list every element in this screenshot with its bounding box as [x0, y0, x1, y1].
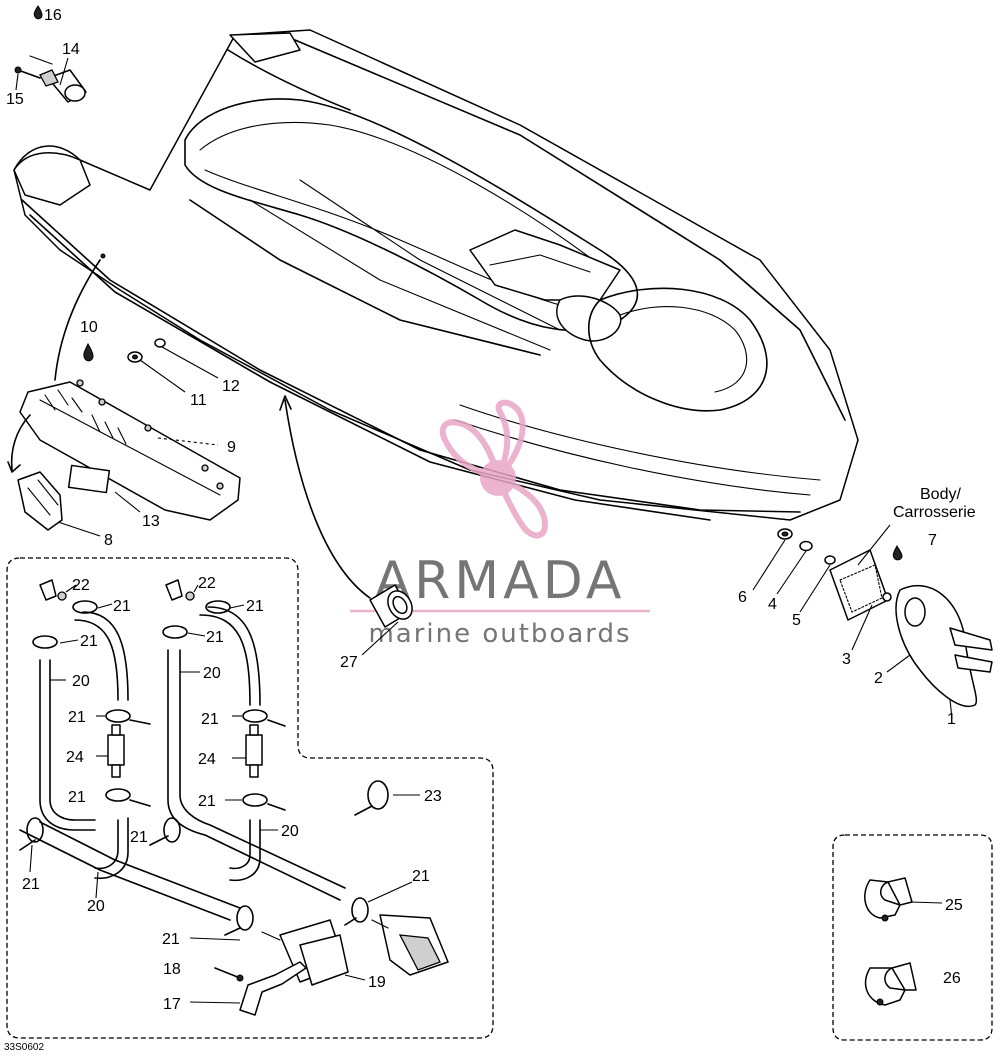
callout-21: 21 — [198, 793, 216, 810]
hose-set — [19, 579, 346, 921]
callout-4: 4 — [768, 596, 777, 613]
callout-20: 20 — [281, 823, 299, 840]
callout-27: 27 — [340, 654, 358, 671]
callout-21: 21 — [162, 931, 180, 948]
callout-21: 21 — [80, 633, 98, 650]
callout-8: 8 — [104, 532, 113, 549]
body-label-line1: Body/ — [920, 486, 961, 503]
screw-set — [76, 379, 224, 490]
callout-labels: 1 2 3 4 5 6 7 8 9 10 11 12 13 14 15 16 1… — [4, 7, 976, 1053]
callout-21: 21 — [113, 598, 131, 615]
watermark-tagline: marine outboards — [368, 619, 631, 649]
callout-24: 24 — [66, 749, 84, 766]
callout-18: 18 — [163, 961, 181, 978]
propeller-logo-icon — [439, 399, 549, 539]
callout-6: 6 — [738, 589, 747, 606]
callout-24: 24 — [198, 751, 216, 768]
callout-21: 21 — [22, 876, 40, 893]
callout-14: 14 — [62, 41, 80, 58]
callout-16: 16 — [44, 7, 62, 24]
watercraft-body — [13, 29, 859, 521]
hose-clamps — [19, 600, 389, 936]
callout-3: 3 — [842, 651, 851, 668]
callout-21: 21 — [68, 789, 86, 806]
callout-21: 21 — [412, 868, 430, 885]
callout-19: 19 — [368, 974, 386, 991]
callout-20: 20 — [87, 898, 105, 915]
callout-5: 5 — [792, 612, 801, 629]
vent-assembly — [7, 338, 241, 531]
callout-22: 22 — [198, 575, 216, 592]
callout-9: 9 — [227, 439, 236, 456]
callout-21: 21 — [201, 711, 219, 728]
clamp-26 — [864, 962, 917, 1006]
callout-17: 17 — [163, 996, 181, 1013]
callout-13: 13 — [142, 513, 160, 530]
callout-21: 21 — [246, 598, 264, 615]
drawing-code: 33S0602 — [4, 1042, 44, 1053]
callout-26: 26 — [943, 970, 961, 987]
callout-23: 23 — [424, 788, 442, 805]
drain-plug-assembly — [14, 55, 87, 103]
watermark-logo: ARMADA marine outboards — [350, 399, 650, 649]
lubricant-drop-icon — [83, 342, 94, 362]
callout-20: 20 — [203, 665, 221, 682]
callout-10: 10 — [80, 319, 98, 336]
watermark-brand: ARMADA — [375, 551, 626, 611]
callout-12: 12 — [222, 378, 240, 395]
callout-11: 11 — [190, 392, 207, 409]
callout-20: 20 — [72, 673, 90, 690]
callout-21: 21 — [206, 629, 224, 646]
callout-22: 22 — [72, 577, 90, 594]
lubricant-drop-icon — [33, 5, 43, 20]
hose-kit-region — [6, 557, 494, 1039]
callout-7: 7 — [928, 532, 937, 549]
callout-21: 21 — [130, 829, 148, 846]
callout-25: 25 — [945, 897, 963, 914]
clamp-region — [832, 834, 993, 1041]
lubricant-drop-icon — [892, 544, 903, 561]
body-label-line2: Carrosserie — [893, 504, 976, 521]
side-cover-assembly — [777, 528, 993, 708]
callout-2: 2 — [874, 670, 883, 687]
callout-15: 15 — [6, 91, 24, 108]
leader-lines — [15, 57, 953, 1004]
clamp-25 — [864, 877, 913, 922]
callout-21: 21 — [68, 709, 86, 726]
callout-1: 1 — [947, 711, 956, 728]
pickup-assembly — [214, 914, 449, 1016]
sleeve-27 — [369, 584, 413, 628]
